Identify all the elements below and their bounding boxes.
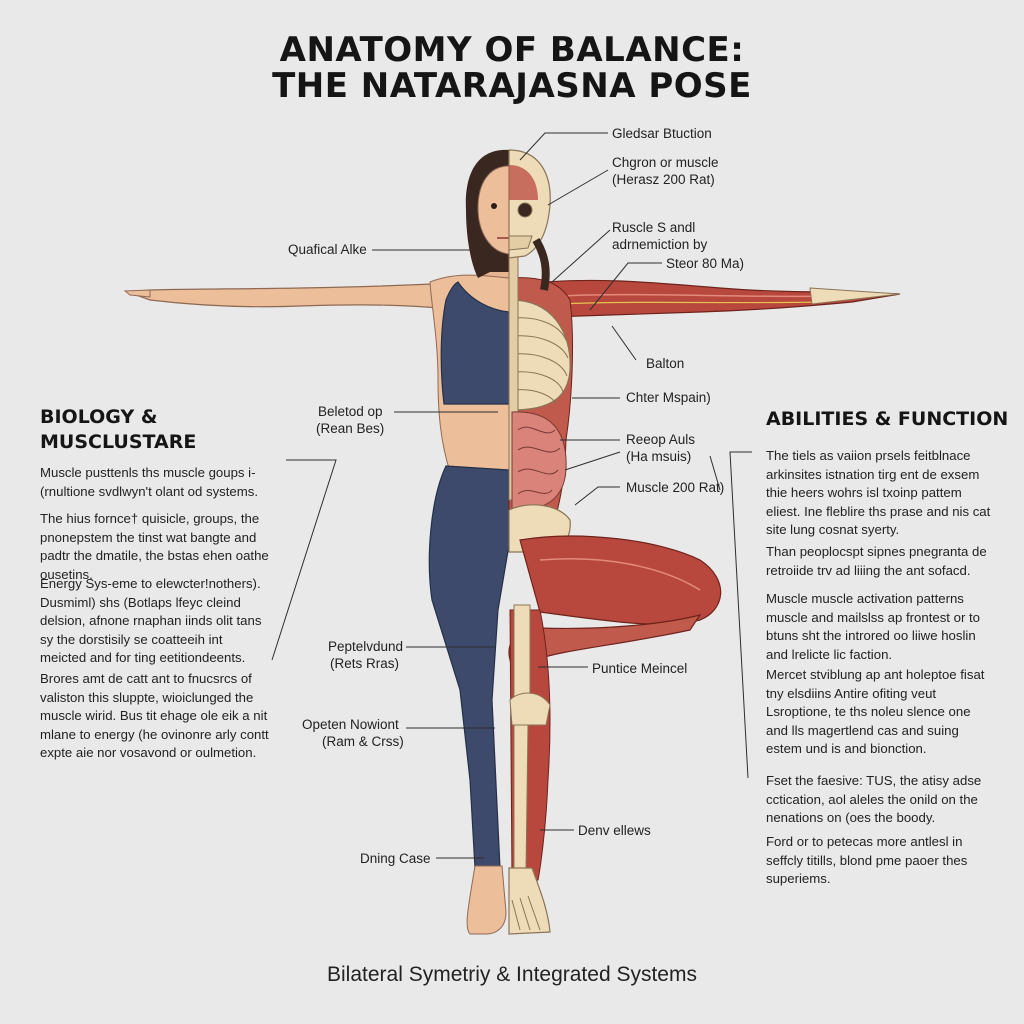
braid — [532, 237, 550, 291]
right-paragraph: Mercet stviblung ap ant holeptoe fisat t… — [766, 667, 985, 757]
right-arm-muscle — [519, 279, 901, 319]
right-paragraph: Fset the faesive: TUS, the atisy adse cc… — [766, 773, 982, 826]
right-paragraph: Than peoplocspt sipnes pnegranta de retr… — [766, 544, 987, 578]
eye-socket-icon — [517, 202, 533, 218]
callout-label: (Ram & Crss) — [322, 734, 404, 749]
callout-line — [519, 132, 608, 161]
arm-nerve — [539, 301, 821, 306]
callout-label: Dning Case — [360, 851, 431, 866]
column-connector — [729, 451, 752, 779]
callout-label: Denv ellews — [578, 823, 651, 838]
callout-label: Opeten Nowiont — [302, 717, 399, 732]
callout-label: adrnemiction by — [612, 237, 708, 252]
callout-label: (Rets Rras) — [330, 656, 400, 671]
right-paragraph: Ford or to petecas more antlesl in seffc… — [766, 834, 968, 887]
right-paragraph: Muscle muscle activation patterns muscle… — [766, 591, 981, 662]
left-heading-line1: BIOLOGY & — [40, 406, 158, 428]
column-connector — [271, 459, 337, 661]
sports-bra — [440, 281, 510, 405]
left-paragraph: Muscle pusttenls ths muscle goups i-(rnu… — [40, 465, 259, 499]
callout-label: Puntice Meincel — [592, 661, 688, 676]
callout-line — [551, 229, 611, 283]
intestine-loops — [517, 426, 561, 495]
figure-right-half — [508, 149, 901, 935]
face — [477, 165, 510, 255]
callout-label: Quafical Alke — [288, 242, 367, 257]
callout-label: Muscle 200 Rat) — [626, 480, 725, 495]
leggings — [428, 465, 510, 869]
callout-line — [547, 169, 609, 206]
arm-fiber — [559, 293, 841, 298]
figure-left-half — [123, 149, 510, 935]
right-hand-bones — [809, 287, 901, 305]
knee-bone — [509, 692, 551, 726]
left-paragraph: The hius fornce† quisicle, groups, the p… — [40, 511, 269, 582]
thigh-fiber — [539, 558, 701, 591]
callout-label: Beletod op — [318, 404, 383, 419]
toe-lines — [511, 895, 541, 931]
callout-label: Chter Mspain) — [626, 390, 711, 405]
folded-shin — [508, 614, 702, 701]
callout-label: Ruscle S andl — [612, 220, 696, 235]
callout-label: Gledsar Btuction — [612, 126, 712, 141]
callout-label: (Rean Bes) — [316, 421, 385, 436]
tibia — [513, 724, 529, 871]
ribs — [513, 317, 569, 405]
footer-caption: Bilateral Symetriy & Integrated Systems — [327, 963, 697, 986]
eye-icon — [491, 203, 497, 209]
callout-label: Chgron or muscle — [612, 155, 719, 170]
left-paragraph: Energy Sys-eme to elewcter!nothers). Dus… — [40, 576, 262, 666]
femur — [513, 604, 531, 701]
callout-line — [574, 486, 620, 506]
page-title-line1: ANATOMY OF BALANCE: — [279, 30, 745, 70]
callout-label: Peptelvdund — [328, 639, 404, 654]
left-hand — [123, 289, 151, 298]
callout-label: (Herasz 200 Rat) — [612, 172, 715, 187]
head-muscle — [509, 165, 538, 200]
page-title-line2: THE NATARAJASNA POSE — [272, 66, 752, 106]
right-heading: ABILITIES & FUNCTION — [766, 408, 1009, 430]
column-connector — [709, 455, 721, 491]
callout-label: (Ha msuis) — [626, 449, 692, 464]
left-arm — [127, 281, 471, 313]
callout-line — [611, 325, 637, 361]
callout-label: Reeop Auls — [626, 432, 696, 447]
bent-thigh — [519, 535, 722, 625]
callout-label: Balton — [646, 356, 685, 371]
right-paragraph: The tiels as vaiion prsels feitblnace ar… — [766, 448, 991, 538]
callout-line — [589, 262, 662, 311]
jaw — [508, 235, 533, 251]
left-paragraph: Brores amt de catt ant to fnucsrcs of va… — [40, 671, 269, 761]
callout-label: Steor 80 Ma) — [666, 256, 745, 271]
left-heading-line2: MUSCLUSTARE — [40, 431, 197, 453]
callout-line — [564, 451, 621, 471]
left-foot — [466, 865, 507, 935]
callout-lines — [271, 132, 752, 859]
